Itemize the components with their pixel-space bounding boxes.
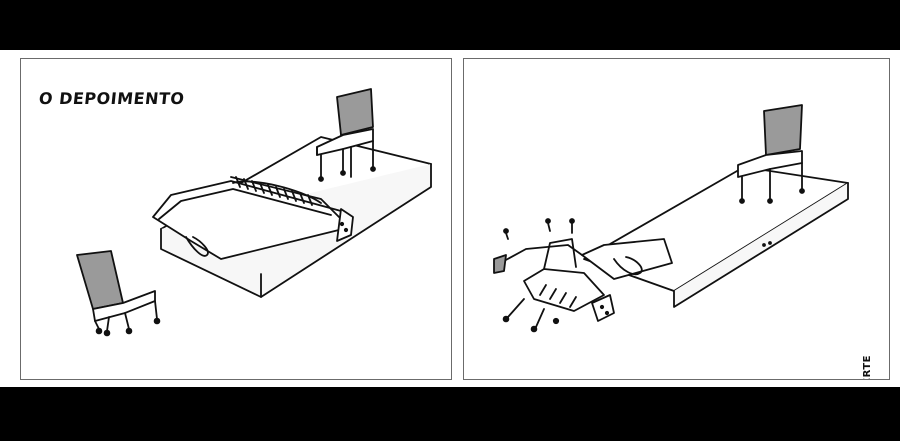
sprung-trap bbox=[494, 219, 672, 331]
chair-on-board bbox=[317, 89, 375, 181]
comic-strip: O DEPOIMENTO bbox=[0, 50, 900, 387]
chair-on-board bbox=[738, 105, 804, 203]
artist-signature: LAERTE bbox=[862, 355, 873, 380]
comic-panel-1: O DEPOIMENTO bbox=[20, 58, 452, 380]
mousetrap-board bbox=[584, 167, 848, 307]
panel-2-drawing bbox=[464, 59, 890, 380]
panel-1-drawing bbox=[21, 59, 452, 380]
comic-panel-2: LAERTE bbox=[463, 58, 890, 380]
trap-spring-mechanism bbox=[153, 177, 353, 259]
chair-on-floor bbox=[77, 251, 159, 335]
